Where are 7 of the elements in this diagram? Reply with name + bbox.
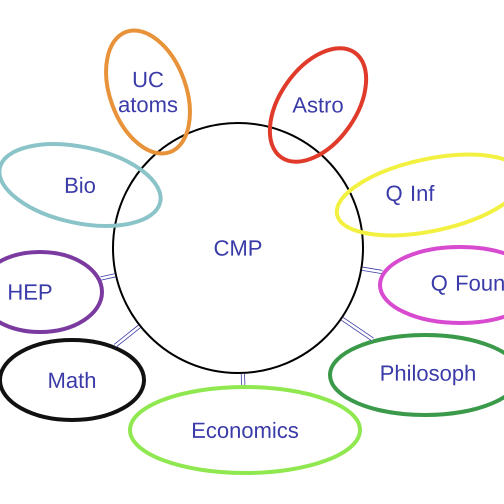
ellipse-node: Economics <box>128 385 362 475</box>
double-line <box>240 374 246 385</box>
double-line <box>362 266 383 274</box>
double-line <box>341 317 374 342</box>
double-line <box>100 273 116 280</box>
circle-node: CMP <box>112 122 364 374</box>
double-line <box>114 324 141 348</box>
